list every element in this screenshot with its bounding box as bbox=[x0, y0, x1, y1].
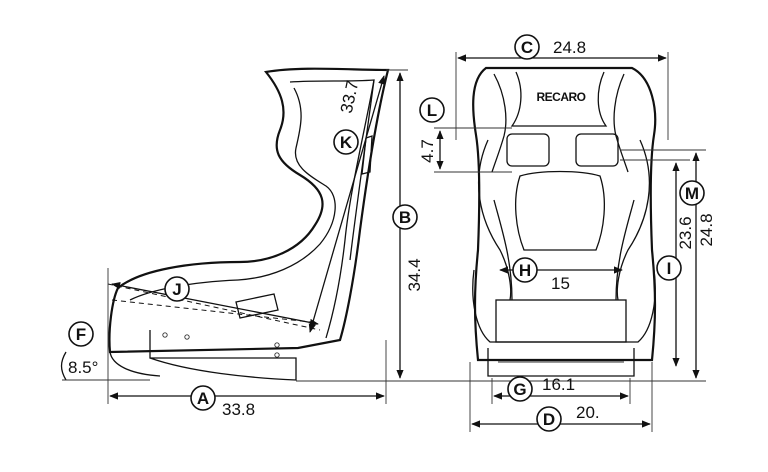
dimension-g-value: 16.1 bbox=[542, 375, 575, 394]
dimension-k-letter: K bbox=[340, 133, 353, 152]
dimension-d-value: 20. bbox=[576, 403, 600, 422]
dimension-a-letter: A bbox=[197, 389, 209, 408]
dimension-l-value: 4.7 bbox=[418, 139, 437, 163]
dimension-h-value: 15 bbox=[551, 274, 570, 293]
dimension-f-value: 8.5° bbox=[68, 358, 98, 377]
dimension-f-letter: F bbox=[76, 325, 86, 344]
dimension-a: A 33.8 bbox=[190, 385, 255, 419]
dimension-c: C 24.8 bbox=[514, 34, 586, 60]
dimension-b-letter: B bbox=[399, 208, 411, 227]
seat-front-view: RECARO bbox=[472, 66, 657, 377]
dimension-g-letter: G bbox=[513, 380, 526, 399]
dimension-f: F 8.5° bbox=[68, 321, 98, 377]
dimension-m-value: 24.8 bbox=[697, 213, 716, 246]
dimension-a-value: 33.8 bbox=[222, 400, 255, 419]
front-view-dimension-lines bbox=[434, 52, 706, 432]
dimension-b: B 34.4 bbox=[392, 204, 424, 292]
dimension-m-letter: M bbox=[685, 184, 699, 203]
dimension-d-letter: D bbox=[543, 410, 555, 429]
dimension-i: I 23.6 bbox=[656, 216, 695, 281]
side-view-dimension-lines bbox=[60, 69, 640, 404]
dimension-h: H 15 bbox=[512, 257, 570, 293]
seat-side-view bbox=[107, 67, 390, 381]
dimension-h-letter: H bbox=[519, 261, 531, 280]
dimension-l-letter: L bbox=[427, 101, 437, 120]
dimension-d: D 20. bbox=[536, 403, 600, 432]
dimension-c-letter: C bbox=[521, 38, 533, 57]
dimension-j: J bbox=[164, 276, 190, 302]
dimension-k-value: 33.7 bbox=[337, 79, 362, 115]
dimension-m: M 24.8 bbox=[679, 180, 716, 247]
dimension-l: L 4.7 bbox=[418, 97, 445, 163]
dimension-g: G 16.1 bbox=[507, 375, 575, 402]
dimension-b-value: 34.4 bbox=[405, 258, 424, 291]
dimension-c-value: 24.8 bbox=[553, 38, 586, 57]
dimension-i-value: 23.6 bbox=[676, 216, 695, 249]
dimension-k: K 33.7 bbox=[333, 79, 362, 155]
dimension-j-letter: J bbox=[172, 280, 181, 299]
dimension-i-letter: I bbox=[667, 259, 672, 278]
recaro-logo: RECARO bbox=[536, 90, 585, 104]
